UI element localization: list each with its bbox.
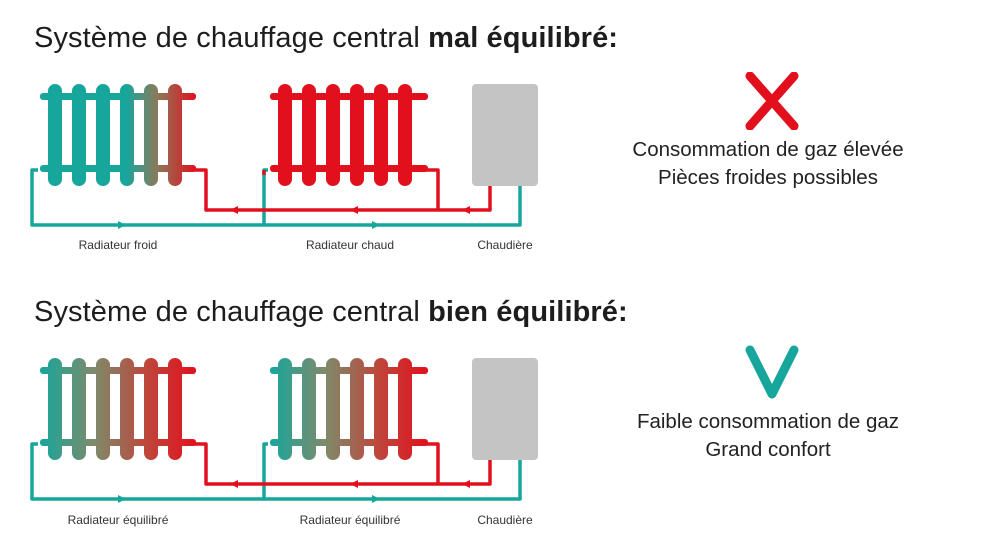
check-icon xyxy=(745,345,799,399)
heating-diagram-balanced xyxy=(30,358,538,503)
return-pipe-branch xyxy=(262,168,268,225)
verdict-line-1: Faible consommation de gaz xyxy=(636,410,900,433)
verdict-unbalanced: Consommation de gaz élevée Pièces froide… xyxy=(568,136,968,192)
title-bold: mal équilibré: xyxy=(428,22,619,54)
radiator-balanced-1 xyxy=(40,358,196,460)
section-title-balanced: Système de chauffage central bien équili… xyxy=(34,296,628,329)
title-regular: Système de chauffage central xyxy=(34,22,429,54)
verdict-line-1: Consommation de gaz élevée xyxy=(632,138,904,161)
radiator-label-1: Radiateur froid xyxy=(78,238,158,252)
flow-arrows xyxy=(118,206,470,229)
heating-diagram-unbalanced xyxy=(30,84,538,229)
flow-arrows xyxy=(118,480,470,503)
section-title-unbalanced: Système de chauffage central mal équilib… xyxy=(34,22,618,55)
supply-pipe-branch xyxy=(420,168,440,210)
supply-pipe xyxy=(190,168,492,212)
verdict-balanced: Faible consommation de gaz Grand confort xyxy=(568,408,968,464)
boiler-label: Chaudière xyxy=(477,238,533,252)
radiator-balanced-2 xyxy=(270,358,428,460)
radiator-cold xyxy=(40,84,196,186)
verdict-line-2: Pièces froides possibles xyxy=(658,166,878,189)
cross-icon xyxy=(745,72,799,130)
supply-pipe xyxy=(190,442,492,486)
title-regular: Système de chauffage central xyxy=(34,296,429,328)
boiler-label: Chaudière xyxy=(477,513,533,527)
boiler xyxy=(472,84,538,186)
radiator-label-2: Radiateur équilibré xyxy=(299,513,401,527)
radiator-hot xyxy=(270,84,428,186)
supply-pipe-branch xyxy=(420,442,440,484)
boiler xyxy=(472,358,538,460)
verdict-line-2: Grand confort xyxy=(705,438,831,461)
title-bold: bien équilibré: xyxy=(428,296,628,328)
return-pipe-branch xyxy=(262,442,268,499)
radiator-label-2: Radiateur chaud xyxy=(305,238,395,252)
radiator-label-1: Radiateur équilibré xyxy=(67,513,169,527)
